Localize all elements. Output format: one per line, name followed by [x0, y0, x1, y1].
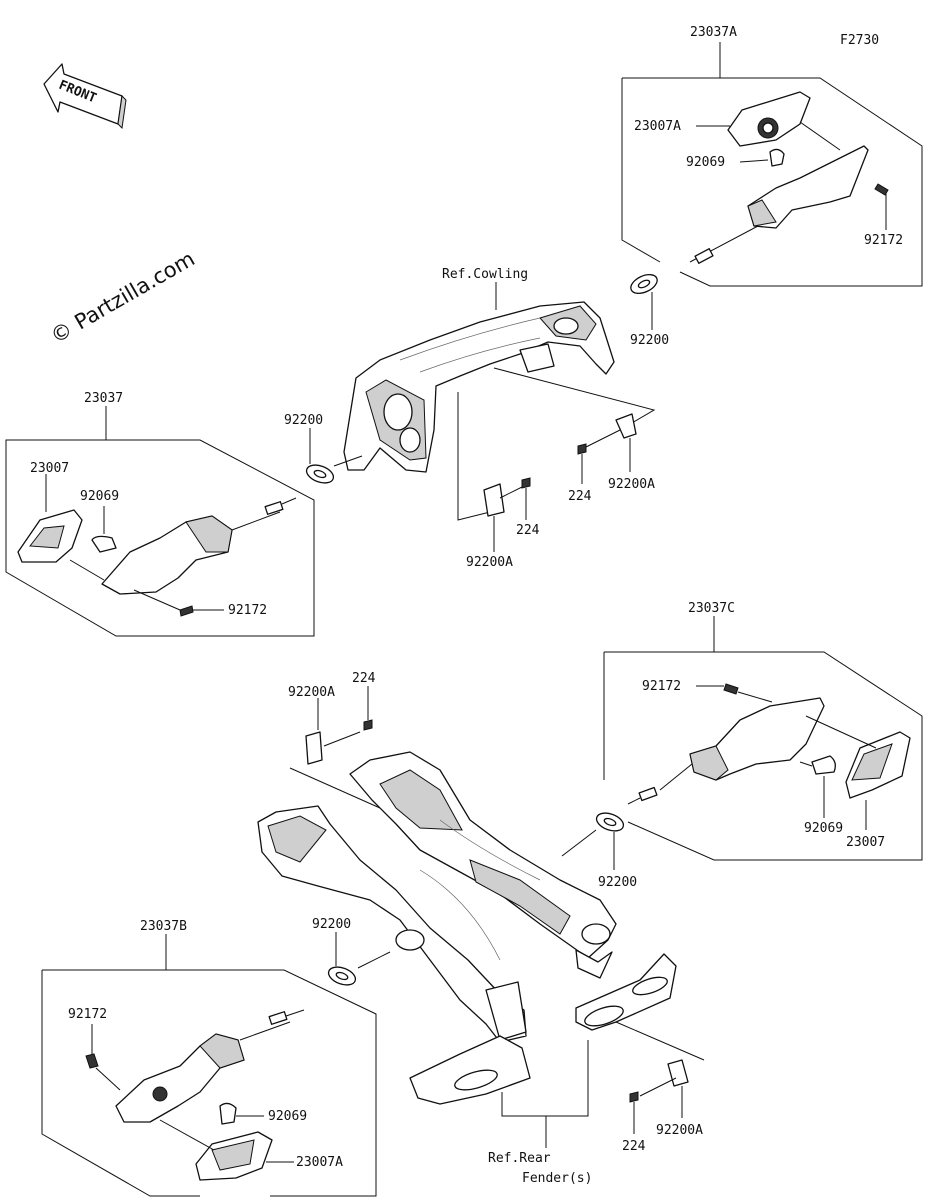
label-92069-b: 92069	[268, 1109, 307, 1124]
label-ref-cowling: Ref.Cowling	[442, 267, 528, 282]
label-92200-b: 92200	[312, 917, 351, 932]
label-23007a-b: 23007A	[296, 1155, 343, 1170]
label-92069-fl: 92069	[80, 489, 119, 504]
label-92200-a: 92200	[630, 333, 669, 348]
screw-icon	[133, 589, 224, 617]
label-224-rl: 224	[352, 671, 376, 686]
turn-signal-assembly-23037b: 23037B 92172 92069 23007A	[41, 919, 377, 1197]
lens-23007-icon	[17, 509, 83, 563]
grommet-92200-c: 92200	[561, 812, 637, 890]
label-92069-a: 92069	[686, 155, 725, 170]
label-92172-fl: 92172	[228, 603, 267, 618]
label-92172-a: 92172	[864, 233, 903, 248]
lens-23007a-icon	[159, 1119, 294, 1181]
label-224-center: 224	[516, 523, 540, 538]
label-92200-c: 92200	[598, 875, 637, 890]
label-224-rr: 224	[622, 1139, 646, 1154]
grommet-icon	[630, 273, 658, 330]
label-92172-c: 92172	[642, 679, 681, 694]
signal-housing-icon	[627, 697, 825, 805]
label-23007-c: 23007	[846, 835, 885, 850]
label-23037b: 23037B	[140, 919, 187, 934]
label-92200a-rl: 92200A	[288, 685, 335, 700]
bulb-icon	[799, 755, 836, 818]
screw-icon	[696, 683, 773, 703]
plate-92200a-center: 224 92200A	[466, 477, 540, 570]
plate-92200a-rear-right: 224 92200A	[615, 1021, 705, 1154]
bulb-icon	[219, 1102, 264, 1125]
label-92200-fl: 92200	[284, 413, 323, 428]
front-arrow-icon: FRONT	[43, 63, 127, 130]
turn-signal-assembly-23037c: 23037C 92172 92069 23007	[603, 601, 923, 861]
plate-92200a-rear-left: 92200A 224	[288, 671, 381, 809]
turn-signal-assembly-23037a: 23037A 23007A 92069 92172 92200	[621, 25, 923, 348]
bulb-icon	[769, 148, 785, 167]
watermark: © Partzilla.com	[47, 247, 199, 349]
signal-housing-icon	[115, 1009, 305, 1123]
label-224-right: 224	[568, 489, 592, 504]
grommet-92200-fl: 92200	[284, 413, 363, 484]
turn-signal-assembly-23037: 23037 23007 92069 92172	[5, 391, 315, 637]
label-92200a-rr: 92200A	[656, 1123, 703, 1138]
grommet-92200-b: 92200	[312, 917, 391, 986]
label-23037a: 23037A	[690, 25, 737, 40]
label-92172-b: 92172	[68, 1007, 107, 1022]
cowling-ref-part: Ref.Cowling	[343, 267, 656, 521]
bulb-icon	[91, 535, 117, 553]
lens-23007a-icon	[727, 91, 811, 147]
screw-icon	[874, 183, 889, 230]
rear-fender-ref-part: Ref.Rear Fender(s)	[257, 751, 677, 1186]
figure-code: F2730	[840, 33, 879, 48]
plate-92200a-right: 224 92200A	[568, 413, 655, 504]
signal-housing-icon	[689, 121, 869, 264]
label-ref-rear: Ref.Rear	[488, 1151, 551, 1166]
label-23007a: 23007A	[634, 119, 681, 134]
label-92200a-right: 92200A	[608, 477, 655, 492]
label-92069-c: 92069	[804, 821, 843, 836]
label-23037c: 23037C	[688, 601, 735, 616]
label-23007: 23007	[30, 461, 69, 476]
label-92200a-center: 92200A	[466, 555, 513, 570]
lens-23007-icon	[805, 715, 911, 830]
label-fenders: Fender(s)	[522, 1171, 592, 1186]
signal-housing-icon	[101, 497, 297, 595]
label-23037: 23037	[84, 391, 123, 406]
screw-icon	[85, 1024, 121, 1091]
